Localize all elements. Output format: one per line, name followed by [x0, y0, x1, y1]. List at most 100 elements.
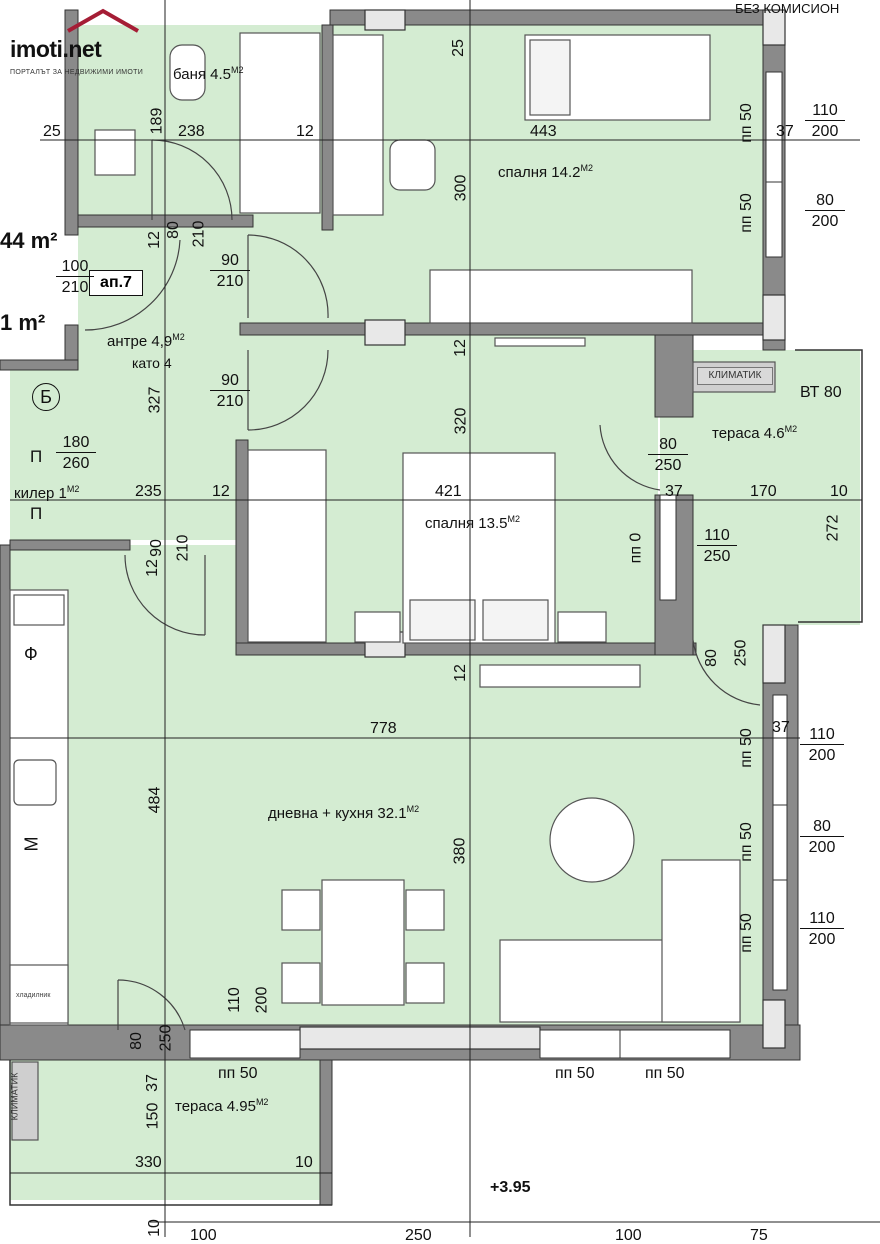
sill-9: пп 50	[645, 1065, 685, 1082]
sill-6: пп 50	[737, 822, 755, 862]
unit: М2	[231, 65, 244, 75]
dim-12d: 12	[212, 483, 230, 500]
dim-189: 189	[148, 107, 166, 135]
room-pantry: килер 1М2	[14, 485, 79, 502]
windows	[189, 71, 788, 1059]
dim-250a: 250	[157, 1024, 175, 1052]
vopen-f: 200	[253, 986, 271, 1014]
climatic-box	[11, 1061, 39, 1141]
toilet	[169, 44, 206, 101]
door-terrace1b	[692, 639, 761, 706]
unit: М2	[784, 424, 798, 434]
room-entrance-floor: като 4	[132, 355, 172, 371]
room-bedroom1: спалня 14.2М2	[498, 163, 594, 181]
window-bottom-c	[619, 1029, 731, 1059]
side-area-2: 1 m²	[0, 310, 46, 335]
sink-bath	[94, 129, 136, 176]
nightstand-b	[557, 611, 607, 643]
room-terrace2: тераса 4.95М2	[175, 1098, 268, 1115]
dim-25b: 25	[449, 39, 467, 57]
fridge	[9, 964, 69, 1024]
column-3	[762, 624, 786, 684]
opening-top: 110	[812, 102, 838, 119]
dim-484: 484	[146, 786, 164, 814]
column-8	[299, 1026, 541, 1050]
dim-37a: 37	[776, 123, 794, 140]
pillow-b	[482, 599, 549, 641]
door-bath	[151, 139, 233, 221]
opening-bot: 250	[648, 454, 688, 475]
symbol-p2: П	[30, 504, 43, 523]
column-1	[762, 9, 786, 46]
room-bedroom1-text: спалня 14.2	[498, 164, 581, 181]
logo-text: imoti.net	[10, 36, 102, 62]
dim-12b: 12	[145, 231, 163, 249]
logo[interactable]: imoti.net ПОРТАЛЪТ ЗА НЕДВИЖИМИ ИМОТИ	[8, 6, 168, 78]
furniture	[9, 32, 776, 1141]
chair	[389, 139, 436, 191]
dim-10b: 10	[295, 1154, 313, 1171]
opening-bot: 200	[800, 836, 844, 857]
sill-4: пп 0	[627, 532, 645, 564]
opening-top: 80	[813, 818, 831, 835]
opening-top: 110	[809, 910, 835, 927]
room-terrace1: тераса 4.6М2	[712, 424, 798, 442]
entrance-floor	[78, 325, 248, 540]
unit: М2	[406, 804, 420, 814]
room-bathroom-text: баня 4.5	[173, 66, 232, 83]
apartment-badge: ап.7	[89, 270, 143, 296]
dim-10c: 10	[145, 1219, 163, 1237]
fridge-label: хладилник	[16, 992, 51, 999]
unit: М2	[580, 163, 594, 173]
door-bed1	[247, 234, 329, 319]
dim-bottom-1: 100	[190, 1227, 217, 1244]
dining-chair-2	[281, 962, 321, 1004]
opening-bot: 260	[56, 452, 96, 473]
symbol-p1: П	[30, 447, 43, 466]
door-terrace1	[599, 424, 661, 491]
wall-bed2-left	[235, 439, 249, 656]
coffee-table	[549, 797, 635, 883]
opening-bot: 210	[210, 390, 250, 411]
door-bed2	[247, 349, 329, 431]
dim-12e: 12	[143, 559, 161, 577]
unit: М2	[507, 514, 521, 524]
dim-37d: 37	[143, 1074, 161, 1092]
sill-7: пп 50	[737, 913, 755, 953]
tv-bed1	[494, 337, 586, 347]
opening-top: 110	[809, 726, 835, 743]
dim-37c: 37	[772, 719, 790, 736]
sill-5: пп 50	[737, 728, 755, 768]
dining-chair-1	[281, 889, 321, 931]
dim-80b: 80	[127, 1032, 145, 1050]
wall-left-bath	[64, 9, 79, 236]
kitchen-sink	[13, 759, 57, 806]
dim-10a: 10	[830, 483, 848, 500]
vopen-c: 80	[702, 649, 720, 667]
sill-1: пп 50	[737, 103, 755, 143]
dim-380: 380	[451, 837, 469, 865]
window-bed2	[659, 494, 677, 601]
vopen-e: 110	[225, 987, 243, 1013]
dim-320: 320	[452, 407, 470, 435]
wall-bed2-bottom	[235, 642, 697, 656]
sill-3: пп 50	[218, 1065, 258, 1082]
window-living-c	[772, 879, 788, 991]
dim-bottom-4: 75	[750, 1227, 768, 1244]
room-bathroom: баня 4.5М2	[173, 65, 244, 83]
dining-chair-4	[405, 962, 445, 1004]
column-2	[762, 294, 786, 341]
window-bed1-b	[765, 181, 783, 258]
room-pantry-text: килер 1	[14, 485, 67, 502]
wall-terrace2-right	[319, 1059, 333, 1206]
side-area-1: 44 m²	[0, 228, 58, 253]
dim-90: 90	[147, 539, 165, 557]
wardrobe-bed1	[429, 269, 693, 324]
opening-bot: 200	[805, 210, 845, 231]
vopen-d: 250	[732, 639, 750, 667]
sill-8: пп 50	[555, 1065, 595, 1082]
opening-bot: 210	[56, 276, 94, 297]
